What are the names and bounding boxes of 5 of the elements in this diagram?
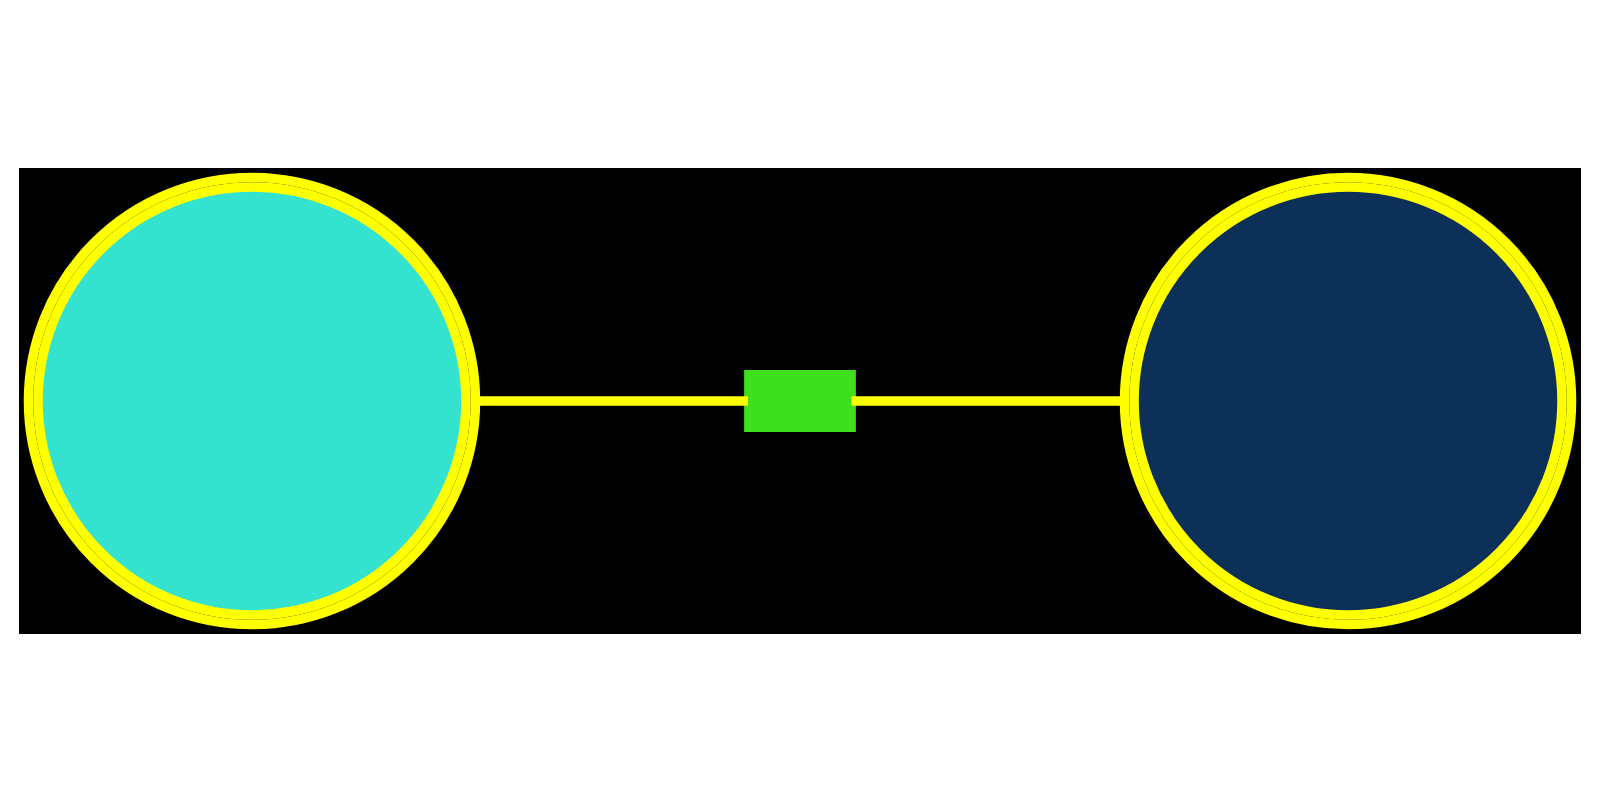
connector <box>476 395 748 405</box>
node-circle <box>23 171 481 629</box>
node-box <box>744 369 856 431</box>
connector <box>851 395 1125 405</box>
node-circle <box>1119 171 1577 629</box>
